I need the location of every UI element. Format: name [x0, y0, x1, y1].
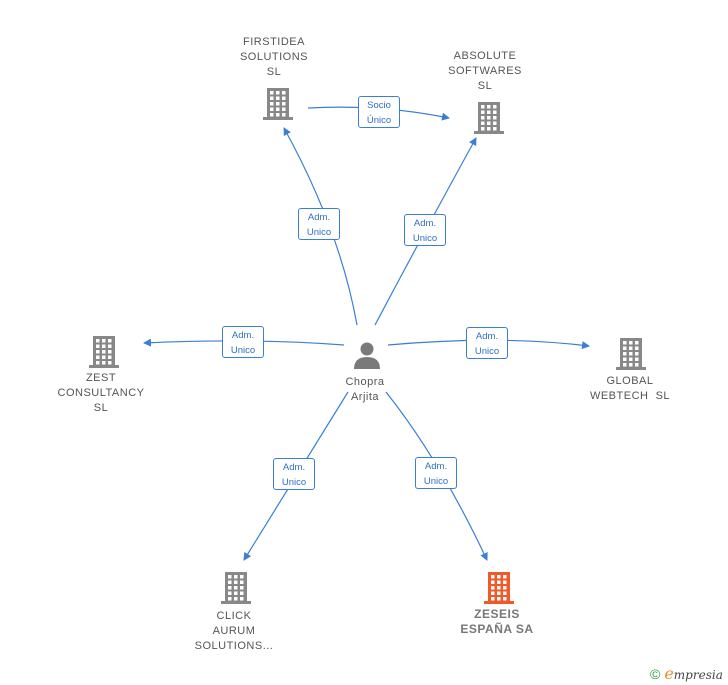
- edge-label-e-firstidea[interactable]: Adm.Unico: [298, 208, 340, 240]
- building-icon[interactable]: [220, 570, 252, 609]
- building-icon[interactable]: [483, 570, 515, 609]
- edge-label-e-zest[interactable]: Adm.Unico: [222, 326, 264, 358]
- edge-label-e-global[interactable]: Adm.Unico: [466, 327, 508, 359]
- building-icon[interactable]: [473, 100, 505, 139]
- building-icon[interactable]: [262, 86, 294, 125]
- center-person-label[interactable]: Chopra Arjita: [345, 376, 385, 403]
- edge-label-e-zeseis[interactable]: Adm.Unico: [415, 457, 457, 489]
- edge-label-e-absolute[interactable]: Adm.Unico: [404, 214, 446, 246]
- building-icon[interactable]: [615, 336, 647, 375]
- copyright-icon: ©: [650, 666, 661, 682]
- empresia-logo[interactable]: ©empresia: [650, 664, 723, 683]
- edge-label-e-click[interactable]: Adm.Unico: [273, 458, 315, 490]
- person-icon: [352, 340, 382, 375]
- building-icon[interactable]: [88, 334, 120, 373]
